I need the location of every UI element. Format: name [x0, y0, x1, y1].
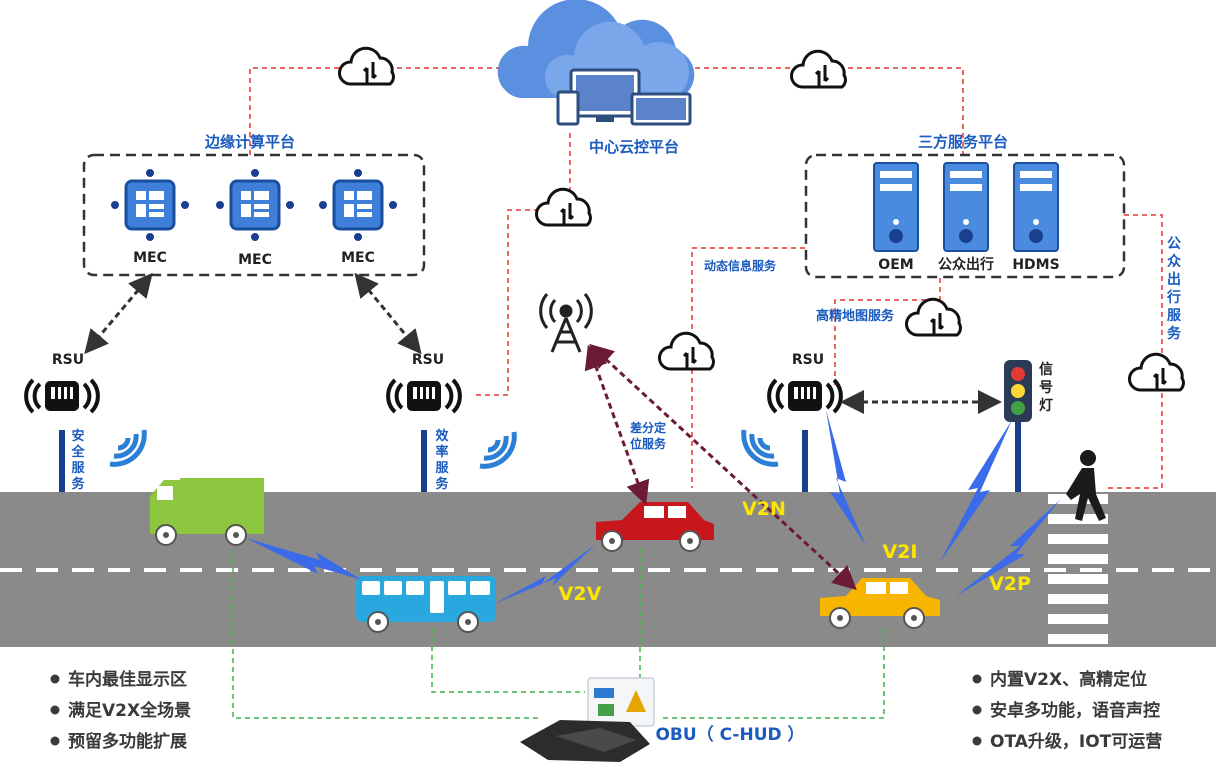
rsu-service-label: 效率服务: [435, 428, 449, 492]
features-left-list: 车内最佳显示区 满足V2X全场景 预留多功能扩展: [50, 669, 191, 752]
rsu-label: RSU: [792, 352, 824, 368]
mec-icon: [109, 167, 191, 243]
v2n-label: V2N: [742, 498, 786, 520]
yellow-car-icon: [820, 578, 940, 629]
rsu-pole: [802, 430, 808, 492]
network-cloud-icon: [904, 297, 962, 337]
rsu-pole: [421, 430, 427, 492]
network-cloud-icon: [534, 187, 592, 227]
wireless-signal-icon: [744, 430, 778, 464]
traffic-light-label: 信号灯: [1039, 361, 1053, 414]
truck-icon: [150, 478, 264, 546]
rsu-icon: [24, 378, 100, 414]
feature-item: 车内最佳显示区: [68, 669, 187, 690]
third-party-platform-box: [804, 153, 1126, 279]
edge-platform-label: 边缘计算平台: [204, 133, 295, 151]
rsu-icon: [767, 378, 843, 414]
obu-label: OBU（ C-HUD ）: [655, 724, 804, 745]
network-cloud-icon: [337, 46, 395, 86]
hd-map-service-label: 高精地图服务: [816, 308, 895, 324]
rsu-label: RSU: [52, 352, 84, 368]
bullet-icon: [972, 736, 982, 746]
bullet-icon: [50, 705, 60, 715]
edge-rsu-link: [84, 272, 153, 355]
diff-positioning-label: 差分定位服务: [629, 420, 667, 451]
features-right-list: 内置V2X、高精定位 安卓多功能，语音声控 OTA升级，IOT可运营: [972, 669, 1162, 752]
pedestrian-icon: [1066, 450, 1106, 521]
obu-device-icon: [520, 677, 655, 762]
public-travel-service-label: 公众出行服务: [1166, 236, 1182, 342]
v2n-link: [589, 343, 857, 591]
bullet-icon: [50, 674, 60, 684]
network-cloud-icon: [657, 331, 715, 371]
feature-item: OTA升级，IOT可运营: [990, 731, 1162, 752]
mec-icon: [317, 167, 399, 243]
dynamic-info-service-label: 动态信息服务: [704, 258, 777, 273]
edge-platform-box: [82, 153, 426, 277]
bullet-icon: [972, 705, 982, 715]
network-cloud-icon: [789, 49, 847, 89]
rsu-label: RSU: [412, 352, 444, 368]
devices-icon: [556, 68, 692, 126]
cell-tower-icon: [539, 293, 593, 353]
v2v-label: V2V: [559, 583, 602, 605]
bullet-icon: [972, 674, 982, 684]
mec-label: MEC: [133, 250, 167, 266]
feature-item: 内置V2X、高精定位: [990, 669, 1147, 690]
server-label: HDMS: [1012, 257, 1059, 273]
network-cloud-icon: [1127, 352, 1185, 392]
mec-icon: [214, 167, 296, 243]
rsu-pole: [59, 430, 65, 492]
v2i-label: V2I: [883, 541, 918, 563]
wireless-signal-icon: [110, 430, 144, 464]
mec-label: MEC: [238, 252, 272, 268]
cloud-platform-label: 中心云控平台: [589, 138, 679, 156]
mec-label: MEC: [341, 250, 375, 266]
edge-rsu-link: [354, 272, 422, 355]
v2x-signal-bolts: [246, 410, 1060, 604]
bullet-icon: [50, 736, 60, 746]
v2p-label: V2P: [989, 573, 1031, 595]
third-party-platform-label: 三方服务平台: [918, 133, 1008, 151]
wireless-signal-icon: [480, 432, 514, 466]
server-label: OEM: [878, 257, 913, 273]
rsu-icon: [386, 378, 462, 414]
traffic-light-icon: [1004, 360, 1032, 492]
feature-item: 安卓多功能，语音声控: [990, 700, 1160, 721]
server-label: 公众出行: [938, 256, 994, 273]
bus-icon: [356, 576, 496, 633]
feature-item: 预留多功能扩展: [68, 731, 187, 752]
server-icon: [873, 162, 919, 252]
feature-item: 满足V2X全场景: [68, 700, 191, 721]
rsu-service-label: 安全服务: [70, 428, 85, 492]
server-icon: [943, 162, 989, 252]
server-icon: [1013, 162, 1059, 252]
